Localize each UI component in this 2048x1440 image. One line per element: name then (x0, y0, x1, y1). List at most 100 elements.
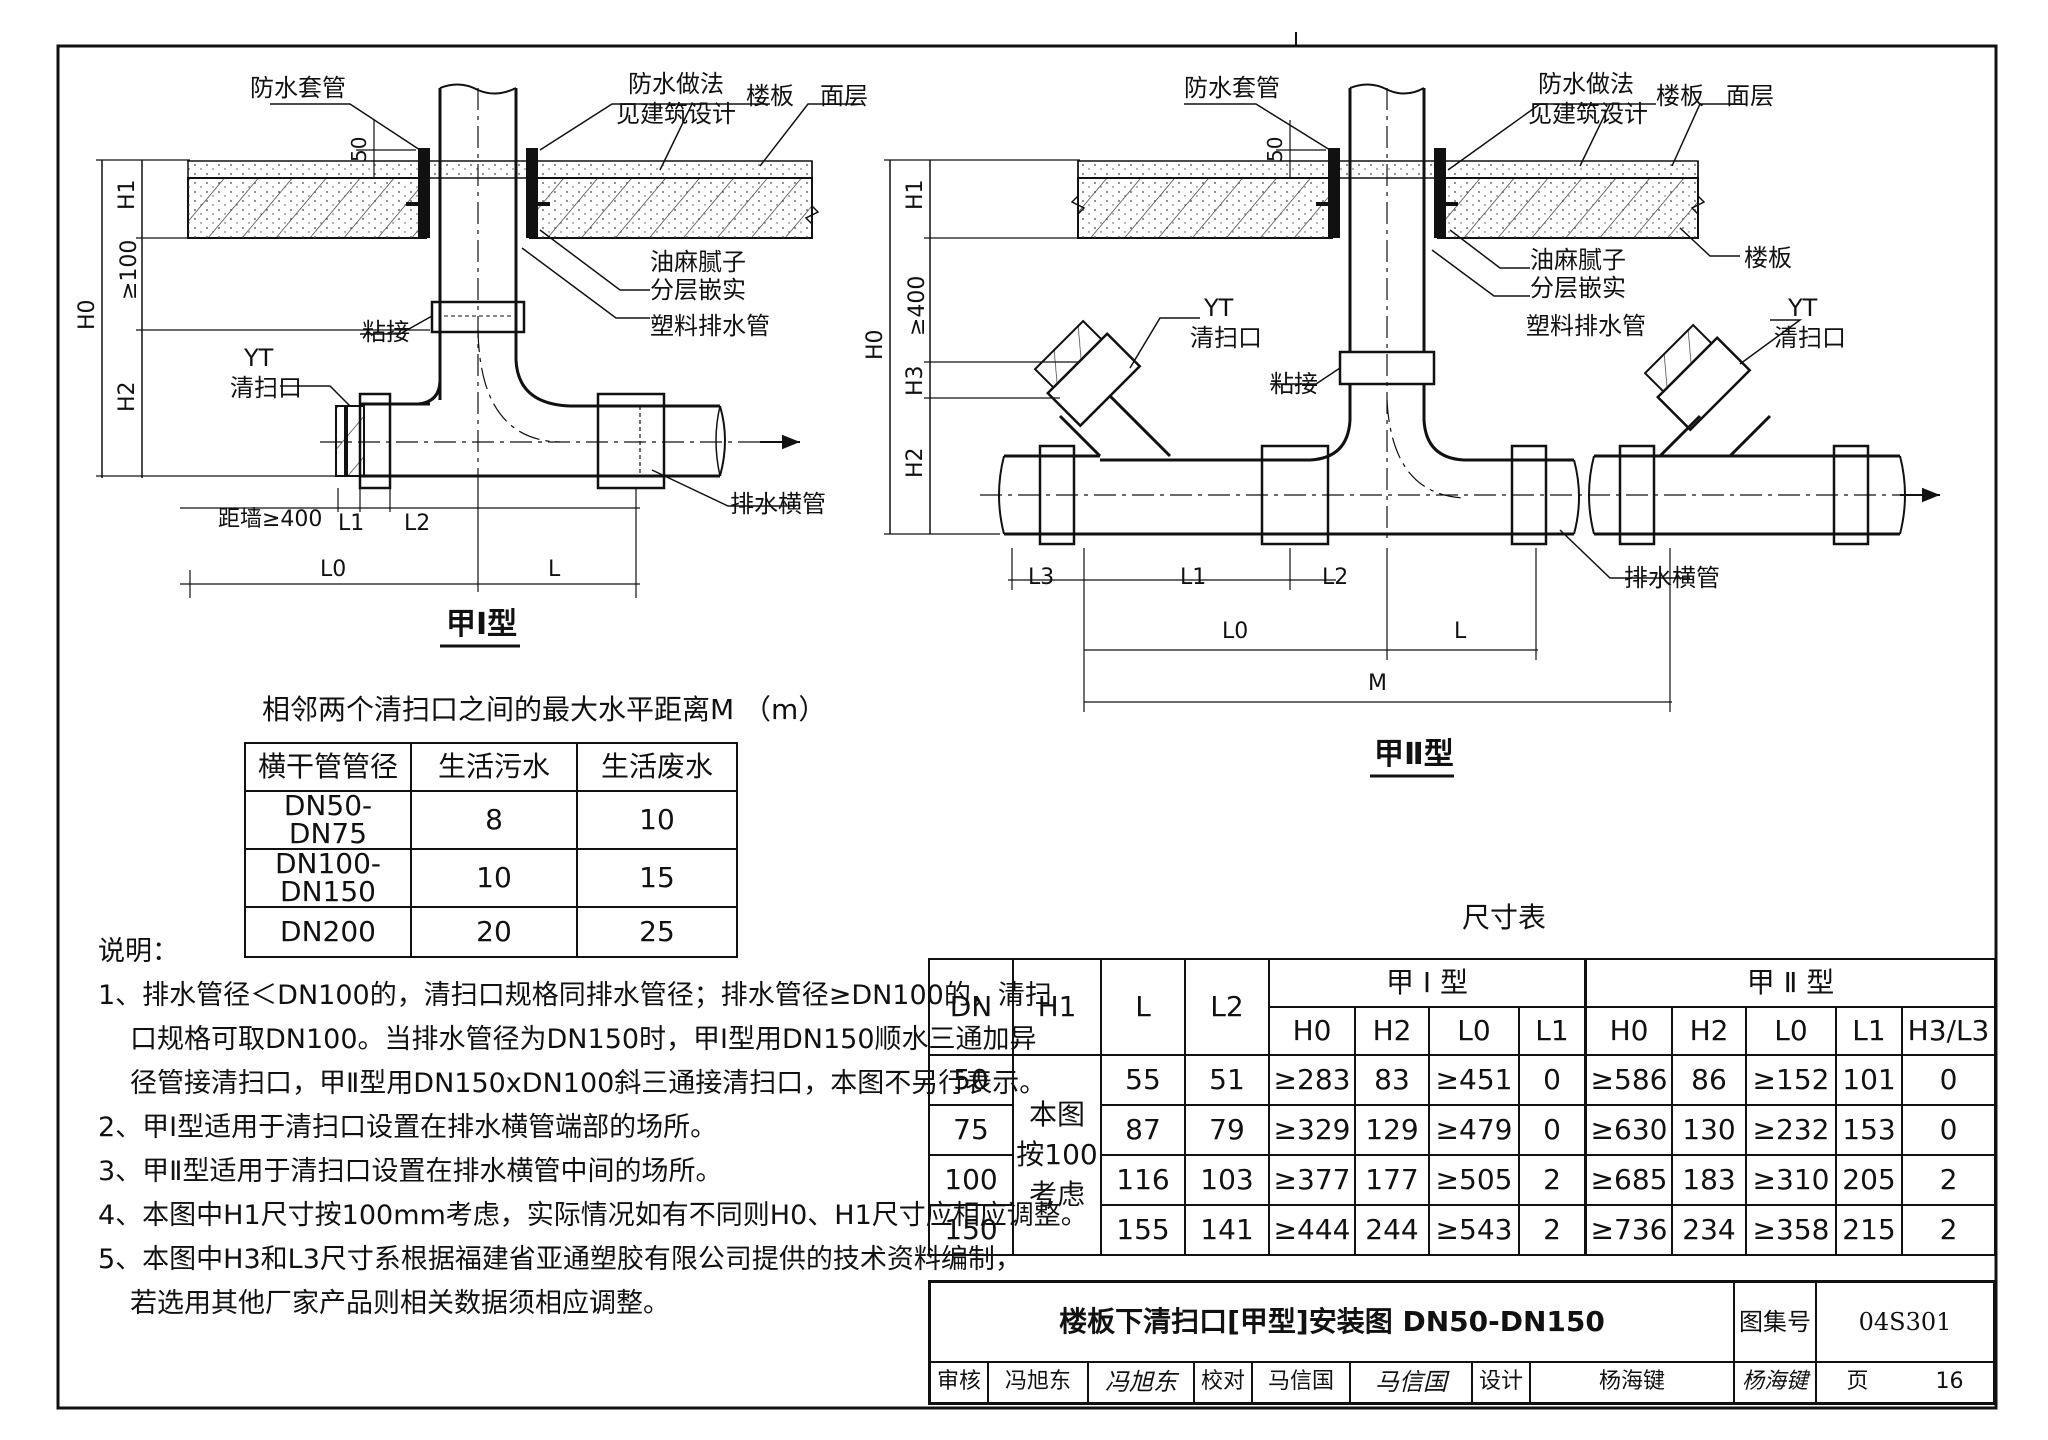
label-pipe: 塑料排水管 (650, 312, 770, 340)
label2-waterproof-2: 见建筑设计 (1528, 100, 1648, 128)
dim2-h1: H1 (903, 179, 928, 210)
dim2-ge400: ≥400 (905, 276, 930, 336)
dim-ge100: ≥100 (117, 240, 142, 300)
dim2-h2: H2 (903, 447, 928, 478)
distance-cell: 25 (576, 906, 738, 958)
checker-signature: 马信国 (1349, 1360, 1473, 1405)
socket-b (1260, 444, 1330, 546)
dim-l: L (548, 557, 561, 582)
dim-cell: 0 (1518, 1054, 1587, 1106)
page-number: 16 (1935, 1369, 1964, 1395)
dim2-l3: L3 (1028, 565, 1054, 590)
drawing-frame (56, 44, 1998, 1410)
note-line: 5、本图中H3和L3尺寸系根据福建省亚通塑胶有限公司提供的技术资料编制， (98, 1244, 1022, 1275)
dim-cell: 75 (928, 1104, 1014, 1156)
dim-cell: 234 (1671, 1204, 1747, 1256)
dim-h0: H0 (75, 299, 100, 330)
label2-sleeve: 防水套管 (1184, 74, 1280, 102)
dim-h1: H1 (115, 179, 140, 210)
label-waterproof-2: 见建筑设计 (616, 100, 736, 128)
design-label: 设计 (1471, 1360, 1531, 1405)
caption-type-1: 甲Ⅰ型 (446, 607, 517, 642)
dim-cell: 2 (1901, 1204, 1996, 1256)
dim-cell: ≥505 (1428, 1154, 1520, 1206)
dim-head-h1: H1 (1012, 958, 1102, 1056)
atlas-label: 图集号 (1733, 1280, 1817, 1363)
dim-head-l2: L2 (1184, 958, 1270, 1056)
dim-cell: ≥451 (1428, 1054, 1520, 1106)
dim-cell: 150 (928, 1204, 1014, 1256)
label-hpipe: 排水横管 (730, 490, 826, 518)
dim-cell: ≥329 (1268, 1104, 1356, 1156)
dim-table-caption: 尺寸表 (1462, 901, 1547, 934)
title-block: 楼板下清扫口[甲型]安装图 DN50-DN150 图集号 04S301 审核 冯… (928, 1280, 1996, 1405)
dim-cell: 83 (1354, 1054, 1430, 1106)
dim2-l2: L2 (1322, 565, 1348, 590)
label-surface: 面层 (820, 82, 868, 110)
label-yt: YT (243, 344, 274, 372)
label-putty-1: 油麻腻子 (650, 248, 746, 276)
dim-cell: 51 (1184, 1054, 1270, 1106)
distance-cell: 10 (410, 848, 578, 908)
dim2-l: L (1454, 619, 1467, 644)
dim-cell: ≥543 (1428, 1204, 1520, 1256)
dim-cell: ≥586 (1584, 1054, 1673, 1106)
label2-yt-right: YT (1787, 294, 1818, 322)
dim2-h0: H0 (863, 329, 888, 360)
dim-cell: 244 (1354, 1204, 1430, 1256)
dim-l2: L2 (404, 511, 430, 536)
pipe-socket (596, 392, 666, 490)
dim-cell: 183 (1671, 1154, 1747, 1206)
label2-cleanout-right: 清扫口 (1774, 324, 1846, 352)
dim-cell: 0 (1901, 1054, 1996, 1106)
distance-header-cell: 生活废水 (576, 742, 738, 792)
dim-cell: ≥736 (1584, 1204, 1673, 1256)
drawing-title: 楼板下清扫口[甲型]安装图 DN50-DN150 (928, 1280, 1735, 1363)
dim-cell: 79 (1184, 1104, 1270, 1156)
note-line: 1、排水管径＜DN100的，清扫口规格同排水管径；排水管径≥DN100的，清扫 (98, 980, 1052, 1011)
dim-sub-head: H2 (1671, 1006, 1747, 1056)
distance-cell: DN200 (244, 906, 412, 958)
dim-cell: 153 (1835, 1104, 1903, 1156)
note-line: 3、甲Ⅱ型适用于清扫口设置在排水横管中间的场所。 (98, 1156, 723, 1187)
socket-d (1618, 444, 1656, 546)
dim-cell: ≥310 (1745, 1154, 1837, 1206)
dimension-table: DN H1 L L2 甲 Ⅰ 型 甲 Ⅱ 型 H0 H2 L0 L1 H0 H2… (928, 958, 1996, 1256)
label2-slab: 楼板 (1656, 82, 1704, 110)
dim-cell: 2 (1518, 1204, 1587, 1256)
dim-cell: 100 (928, 1154, 1014, 1206)
distance-cell: 20 (410, 906, 578, 958)
dim2-m: M (1368, 671, 1387, 696)
note-line: 若选用其他厂家产品则相关数据须相应调整。 (130, 1288, 670, 1319)
dim2-l0: L0 (1222, 619, 1248, 644)
note-line: 口规格可取DN100。当排水管径为DN150时，甲Ⅰ型用DN150顺水三通加异 (130, 1024, 1037, 1055)
label-slab: 楼板 (746, 82, 794, 110)
label2-cleanout-left: 清扫口 (1190, 324, 1262, 352)
review-label: 审核 (928, 1360, 989, 1405)
dim-cell: ≥283 (1268, 1054, 1356, 1106)
dim-cell: 205 (1835, 1154, 1903, 1206)
dim-head-group-1: 甲 Ⅰ 型 (1268, 958, 1587, 1008)
dim2-50: 50 (1263, 137, 1287, 162)
wye-branch-left (1033, 319, 1172, 458)
dim-cell: 87 (1100, 1104, 1186, 1156)
waterproof-sleeve-l (418, 148, 430, 238)
dim-cell: 0 (1901, 1104, 1996, 1156)
dim-sub-head: L0 (1745, 1006, 1837, 1056)
figure-type-2: 防水套管 防水做法 见建筑设计 楼板 面层 油麻腻子 分层嵌实 塑料排水管 楼板… (863, 70, 1940, 778)
socket-c (1510, 444, 1548, 546)
dim2-h3: H3 (903, 365, 928, 396)
dim-cell: 116 (1100, 1154, 1186, 1206)
dim-cell: 141 (1184, 1204, 1270, 1256)
notes-heading: 说明： (98, 936, 179, 967)
dim-h1-line: 考虑 (1028, 1178, 1085, 1211)
dim-cell: ≥152 (1745, 1054, 1837, 1106)
label2-surface: 面层 (1726, 82, 1774, 110)
dim-cell: ≥444 (1268, 1204, 1356, 1256)
dim-sub-head: H0 (1268, 1006, 1356, 1056)
dim-sub-head: H0 (1584, 1006, 1673, 1056)
note-line: 4、本图中H1尺寸按100mm考虑，实际情况如有不同则H0、H1尺寸应相应调整。 (98, 1200, 1088, 1231)
dim-cell: 155 (1100, 1204, 1186, 1256)
dim-cell: ≥358 (1745, 1204, 1837, 1256)
waterproof-sleeve-r (526, 148, 538, 238)
